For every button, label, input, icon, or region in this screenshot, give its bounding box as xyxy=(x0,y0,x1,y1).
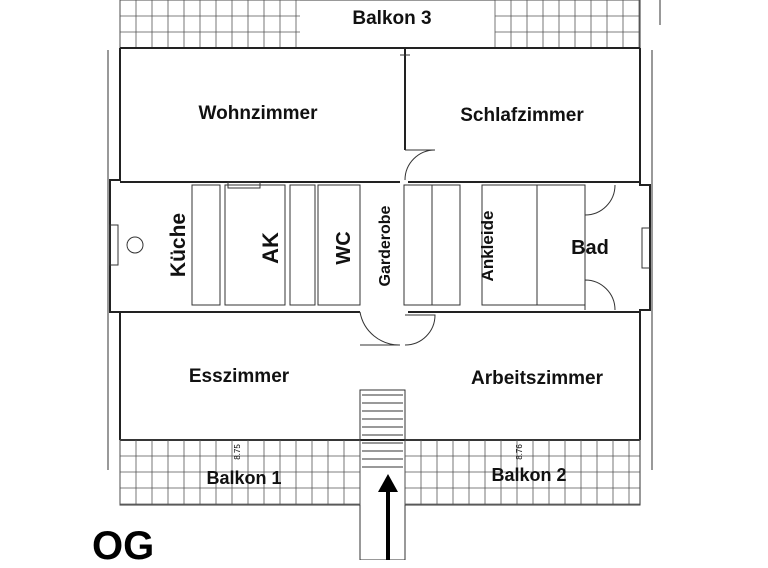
label-wc: WC xyxy=(333,231,355,264)
label-balkon2: Balkon 2 xyxy=(491,465,566,485)
label-garderobe: Garderobe xyxy=(377,205,394,286)
label-ankleide: Ankleide xyxy=(478,211,497,282)
interior-walls xyxy=(109,48,651,346)
label-kueche: Küche xyxy=(167,213,190,277)
dim-balkon2: 8.76 xyxy=(515,444,524,460)
staircase xyxy=(359,389,406,560)
label-schlafzimmer: Schlafzimmer xyxy=(460,105,584,126)
label-esszimmer: Esszimmer xyxy=(189,366,290,387)
label-arbeitszimmer: Arbeitszimmer xyxy=(471,368,604,389)
dim-balkon1: 8.75 xyxy=(233,444,242,460)
label-wohnzimmer: Wohnzimmer xyxy=(199,103,319,124)
label-balkon3: Balkon 3 xyxy=(352,8,431,29)
lower-balconies xyxy=(119,439,641,506)
label-bad: Bad xyxy=(571,237,609,259)
floor-label: OG xyxy=(92,524,155,568)
label-balkon1: Balkon 1 xyxy=(206,468,281,488)
label-ak: AK xyxy=(258,232,283,264)
